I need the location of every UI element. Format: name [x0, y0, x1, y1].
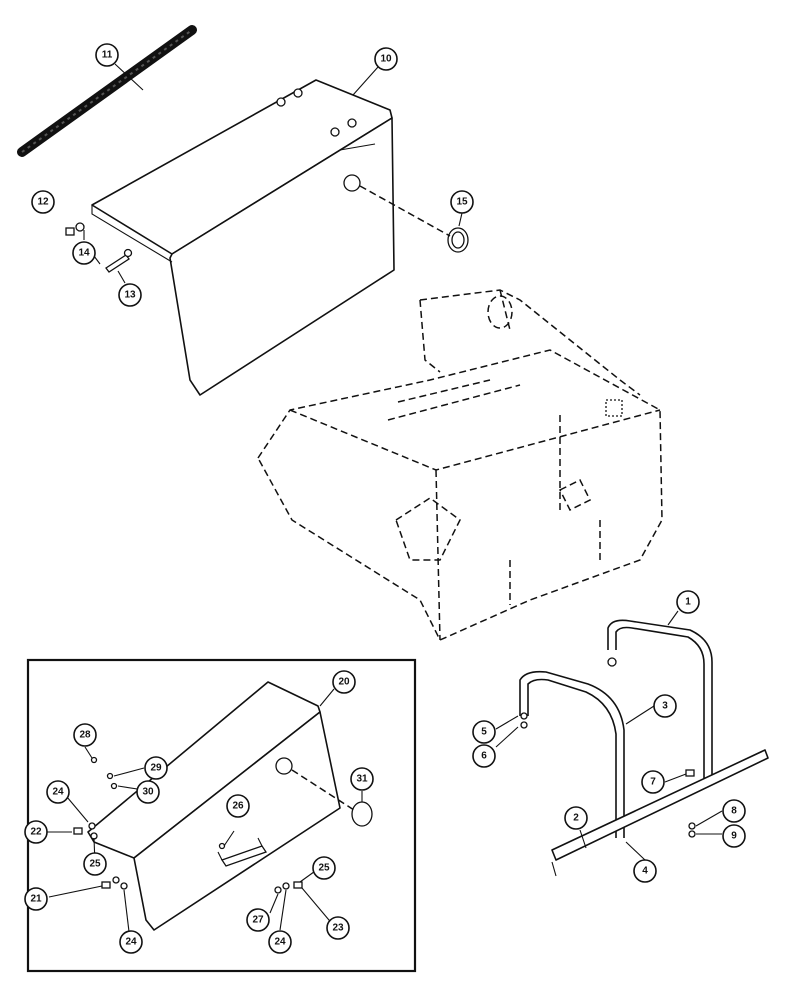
callout-26-label: 26	[232, 801, 244, 812]
washer-9	[688, 830, 696, 838]
washer-6	[520, 721, 528, 729]
nut-upper	[607, 657, 617, 667]
callout-29: 29	[144, 756, 168, 780]
bolt-12	[65, 227, 75, 236]
bolt-13	[105, 254, 130, 273]
callout-14-label: 14	[78, 248, 90, 259]
callout-21-label: 21	[30, 894, 42, 905]
callout-27: 27	[246, 908, 270, 932]
callout-2: 2	[564, 806, 588, 830]
callout-25-right-label: 25	[318, 863, 330, 874]
callout-23-label: 23	[332, 923, 344, 934]
callout-27-label: 27	[252, 915, 264, 926]
callout-8: 8	[722, 799, 746, 823]
callout-9-label: 9	[731, 831, 737, 842]
nut-5	[520, 712, 528, 720]
callout-24-upper-label: 24	[52, 787, 64, 798]
callout-8-label: 8	[731, 806, 737, 817]
callout-30: 30	[136, 780, 160, 804]
callout-10-label: 10	[380, 54, 392, 65]
callout-3-label: 3	[662, 701, 668, 712]
callout-5-label: 5	[481, 727, 487, 738]
plug-31	[291, 769, 373, 827]
handle-26	[220, 845, 268, 867]
washer-14	[75, 222, 85, 232]
callout-9: 9	[722, 824, 746, 848]
callout-5: 5	[472, 720, 496, 744]
callout-24-right: 24	[268, 930, 292, 954]
callout-10: 10	[374, 47, 398, 71]
callout-11: 11	[95, 43, 119, 67]
callout-22-label: 22	[30, 827, 42, 838]
callout-28-label: 28	[79, 730, 91, 741]
callout-22: 22	[24, 820, 48, 844]
callout-1: 1	[676, 590, 700, 614]
callout-25-left-label: 25	[89, 859, 101, 870]
callout-28: 28	[73, 723, 97, 747]
plug-15	[359, 185, 469, 253]
callouts: 1 2 3 4 5 6 7 8 9 10 11 12 13 14 15 20 2…	[24, 43, 746, 954]
panel-hardware	[65, 222, 133, 273]
callout-24-lower: 24	[119, 930, 143, 954]
callout-24-lower-label: 24	[125, 937, 137, 948]
callout-7: 7	[641, 770, 665, 794]
callout-15: 15	[450, 190, 474, 214]
bolt-7	[685, 769, 695, 777]
callout-4-label: 4	[642, 866, 648, 877]
strap-assembly	[519, 619, 769, 877]
fuel-tank	[257, 289, 663, 641]
callout-24-right-label: 24	[274, 937, 286, 948]
callout-30-label: 30	[142, 787, 154, 798]
callout-12: 12	[31, 190, 55, 214]
callout-11-label: 11	[102, 50, 113, 61]
callout-25-left: 25	[83, 852, 107, 876]
callout-3: 3	[653, 694, 677, 718]
callout-31: 31	[350, 767, 374, 791]
callout-26: 26	[226, 794, 250, 818]
callout-7-label: 7	[650, 777, 656, 788]
callout-25-right: 25	[312, 856, 336, 880]
callout-2-label: 2	[573, 813, 579, 824]
inset-cover-panel	[87, 681, 341, 931]
callout-21: 21	[24, 887, 48, 911]
callout-24-upper: 24	[46, 780, 70, 804]
callout-20: 20	[332, 670, 356, 694]
callout-6-label: 6	[481, 751, 487, 762]
callout-4: 4	[633, 859, 657, 883]
nut-8	[688, 822, 696, 830]
callout-13-label: 13	[124, 290, 136, 301]
callout-14: 14	[72, 241, 96, 265]
callout-29-label: 29	[150, 763, 162, 774]
callout-1-label: 1	[685, 597, 691, 608]
seal-strip	[17, 25, 197, 157]
callout-6: 6	[472, 744, 496, 768]
inset-frame	[26, 658, 417, 973]
callout-13: 13	[118, 283, 142, 307]
upper-cover-panel	[91, 79, 395, 396]
callout-23: 23	[326, 916, 350, 940]
callout-12-label: 12	[37, 197, 49, 208]
callout-15-label: 15	[456, 197, 468, 208]
callout-20-label: 20	[338, 677, 350, 688]
callout-31-label: 31	[356, 774, 368, 785]
